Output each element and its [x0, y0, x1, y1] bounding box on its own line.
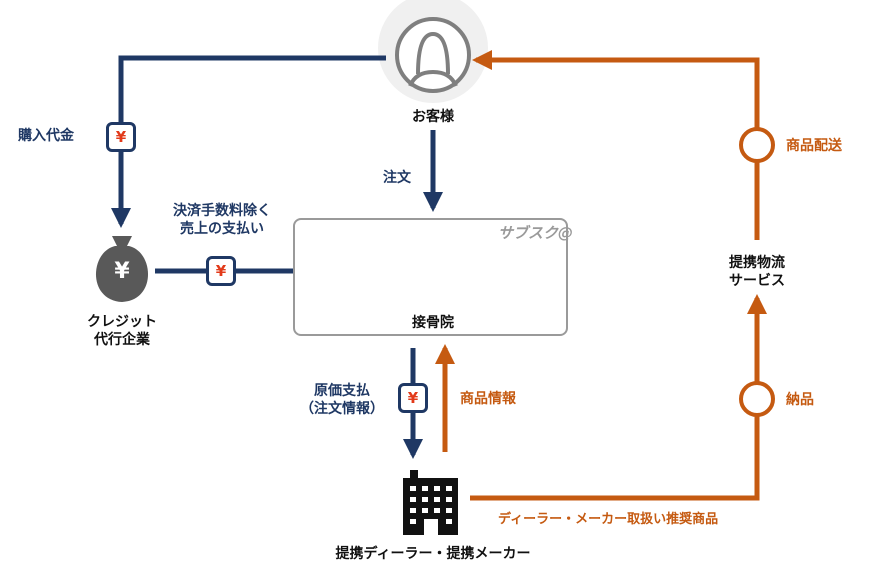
- ring-marker-icon: [739, 381, 775, 417]
- logistics-label-line1: 提携物流: [729, 255, 785, 271]
- credit-company-label: クレジット 代行企業: [62, 313, 182, 349]
- building-icon: [403, 470, 458, 535]
- yen-badge-icon: ¥: [398, 383, 428, 413]
- logistics-label: 提携物流 サービス: [702, 254, 812, 290]
- customer-label: お客様: [412, 109, 454, 125]
- person-icon: [395, 17, 471, 93]
- ring-marker-icon: [739, 127, 775, 163]
- yen-badge-icon: ¥: [206, 256, 236, 286]
- dealer-products-label: ディーラー・メーカー取扱い推奨商品: [498, 512, 719, 527]
- cost-payment-label: 原価支払 （注文情報）: [284, 382, 400, 418]
- sales-payment-label: 決済手数料除く 売上の支払い: [158, 202, 286, 238]
- cost-payment-label-line1: 原価支払: [314, 383, 370, 399]
- sales-payment-label-line2: 売上の支払い: [180, 221, 264, 237]
- yen-badge-icon: ¥: [106, 122, 136, 152]
- credit-company-label-line1: クレジット: [87, 314, 157, 330]
- money-bag-yen-symbol: ¥: [114, 259, 130, 284]
- delivery-in-arrow: [470, 294, 767, 501]
- credit-company-label-line2: 代行企業: [94, 332, 150, 348]
- watermark-text: サブスク@: [498, 224, 574, 242]
- clinic-label: 接骨院: [412, 315, 454, 331]
- order-label: 注文: [383, 170, 411, 186]
- purchase-price-arrow: [111, 55, 386, 228]
- cost-payment-label-line2: （注文情報）: [300, 401, 384, 417]
- product-delivery-label: 商品配送: [786, 138, 842, 154]
- maker-label: 提携ディーラー・提携メーカー: [335, 546, 531, 562]
- logistics-label-line2: サービス: [729, 273, 785, 289]
- money-bag-icon: [95, 236, 149, 302]
- purchase-price-label: 購入代金: [18, 128, 74, 144]
- product-delivery-arrow: [472, 50, 760, 240]
- clinic-box: [293, 218, 568, 336]
- delivery-in-label: 納品: [786, 392, 814, 408]
- product-info-label: 商品情報: [460, 391, 516, 407]
- sales-payment-label-line1: 決済手数料除く: [173, 203, 271, 219]
